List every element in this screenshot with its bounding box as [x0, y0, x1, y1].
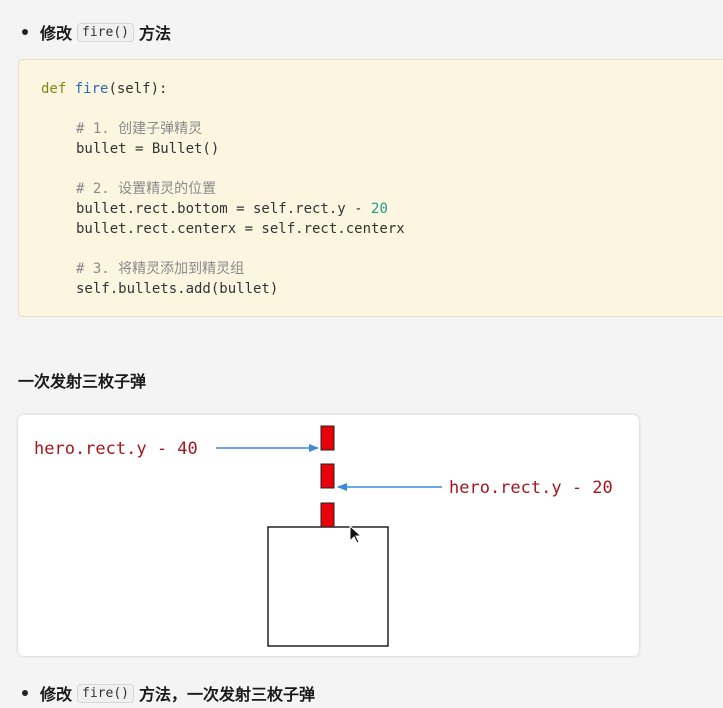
code-function-name: fire [74, 81, 109, 97]
mouse-cursor-icon [349, 525, 363, 544]
list-item-suffix: 方法，一次发射三枚子弹 [138, 685, 315, 704]
inline-code: fire() [77, 22, 134, 42]
section-heading: 一次发射三枚子弹 [18, 372, 147, 391]
list-item-modify-fire: 修改 fire() 方法 [22, 20, 171, 44]
inline-code: fire() [77, 683, 134, 703]
code-line: bullet.rect.bottom = self.rect.y - 20 [76, 201, 388, 217]
bullet-rect-top [320, 425, 335, 451]
bullet-dot [22, 690, 28, 696]
code-block: def fire(self): # 1. 创建子弹精灵 bullet = Bul… [18, 59, 723, 317]
code-number: 20 [371, 201, 388, 217]
bullet-diagram: hero.rect.y - 40 hero.rect.y - 20 [18, 415, 639, 656]
code-line: self.bullets.add(bullet) [76, 281, 279, 297]
label-y-minus-20: hero.rect.y - 20 [449, 478, 613, 498]
code-comment: # 1. 创建子弹精灵 [76, 121, 203, 137]
code-line: bullet.rect.centerx = self.rect.centerx [76, 221, 405, 237]
list-item-suffix: 方法 [138, 24, 171, 43]
list-item-prefix: 修改 [40, 685, 73, 704]
list-item-prefix: 修改 [40, 24, 73, 43]
code-line: bullet = Bullet() [76, 141, 220, 157]
code-comment: # 3. 将精灵添加到精灵组 [76, 261, 245, 277]
list-item-modify-fire-three: 修改 fire() 方法，一次发射三枚子弹 [22, 681, 315, 705]
label-y-minus-40: hero.rect.y - 40 [34, 439, 198, 459]
code-comment: # 2. 设置精灵的位置 [76, 181, 217, 197]
code-signature: (self): [108, 81, 168, 97]
code-keyword: def [41, 81, 67, 97]
diagram-svg [216, 425, 442, 647]
hero-rect [267, 526, 389, 647]
code-text: bullet.rect.bottom = self.rect.y - [76, 201, 372, 217]
code-line-def: def fire(self): [41, 81, 167, 97]
bullet-dot [22, 29, 28, 35]
bullet-rect-bottom [320, 502, 335, 528]
bullet-rect-middle [320, 463, 335, 489]
